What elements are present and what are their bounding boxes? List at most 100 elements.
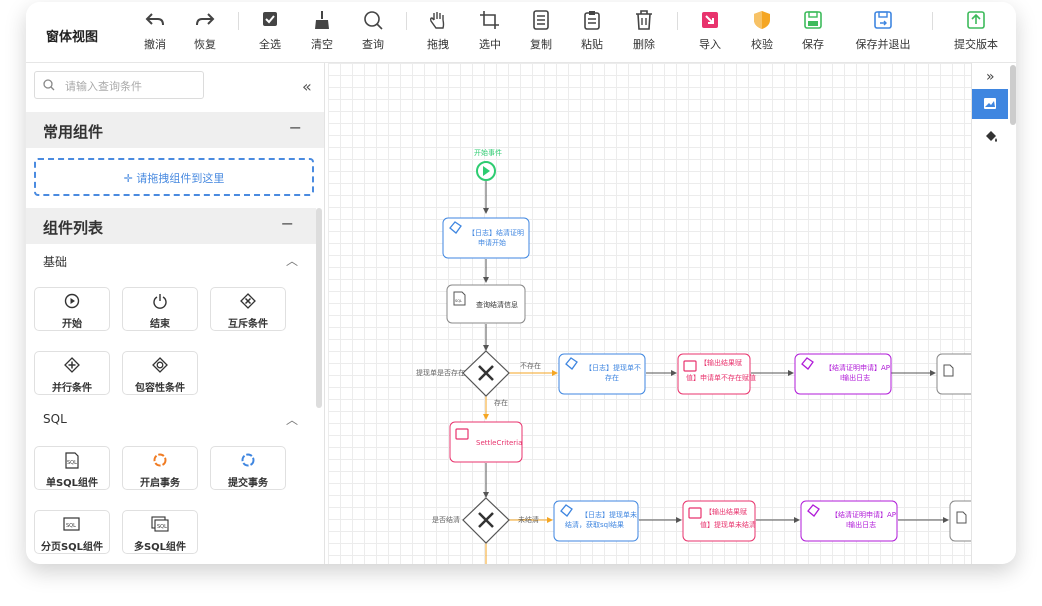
redo-button[interactable]: 恢复 bbox=[180, 10, 230, 52]
image-panel-tab[interactable] bbox=[972, 89, 1008, 119]
redo-icon bbox=[196, 13, 215, 26]
file-icon bbox=[943, 364, 954, 377]
collapse-toggle[interactable]: − bbox=[288, 118, 302, 137]
component-transaction-start[interactable]: 开启事务 bbox=[122, 446, 198, 490]
flow-node-sql[interactable] bbox=[446, 284, 526, 324]
delete-button[interactable]: 删除 bbox=[619, 10, 669, 52]
group-title: SQL bbox=[43, 412, 67, 426]
component-label: 多SQL组件 bbox=[133, 542, 187, 553]
flow-node-log[interactable] bbox=[558, 353, 646, 395]
clear-button[interactable]: 清空 bbox=[297, 10, 347, 52]
select-all-icon bbox=[263, 12, 277, 26]
save-exit-icon bbox=[874, 11, 892, 29]
collapse-toggle[interactable]: − bbox=[280, 214, 294, 233]
component-parallel-gateway[interactable]: 并行条件 bbox=[34, 351, 110, 395]
drag-label: 拖拽 bbox=[427, 38, 449, 51]
sql-file-icon bbox=[453, 291, 466, 306]
chevron-up-icon: ︿ bbox=[285, 254, 298, 268]
edge-label: 存在 bbox=[494, 398, 508, 407]
transaction-commit-icon bbox=[241, 453, 255, 467]
node-text: 【日志】提现单不 bbox=[585, 363, 641, 372]
component-exclusive-gateway[interactable]: 互斥条件 bbox=[210, 287, 286, 331]
undo-button[interactable]: 撤消 bbox=[130, 10, 180, 52]
sql-icon-text: SQL bbox=[455, 299, 462, 303]
component-multi-sql[interactable]: SQL 多SQL组件 bbox=[122, 510, 198, 554]
search-placeholder: 请输入查询条件 bbox=[65, 80, 142, 93]
editor-window: 窗体视图 撤消 恢复 全选 清空 查询 拖拽 选中 bbox=[26, 2, 1016, 564]
copy-icon bbox=[533, 10, 549, 30]
paint-bucket-icon bbox=[986, 131, 997, 142]
x-icon bbox=[478, 512, 494, 528]
svg-text:SQL: SQL bbox=[67, 460, 77, 466]
paint-bucket-tab[interactable] bbox=[984, 129, 998, 148]
window-title: 窗体视图 bbox=[46, 30, 99, 45]
api-icon bbox=[801, 357, 814, 370]
flow-node-api[interactable] bbox=[800, 500, 898, 542]
toolbar: 窗体视图 撤消 恢复 全选 清空 查询 拖拽 选中 bbox=[26, 2, 1016, 63]
select-button[interactable]: 选中 bbox=[465, 10, 515, 52]
play-circle-icon bbox=[64, 293, 80, 309]
drop-zone[interactable]: ✛ 请拖拽组件到这里 bbox=[34, 158, 314, 196]
group-header-sql[interactable]: SQL ︿ bbox=[26, 405, 316, 435]
component-panel: 请输入查询条件 « 常用组件 − ✛ 请拖拽组件到这里 组件列表 − 基础 ︿ … bbox=[26, 63, 325, 564]
component-label: 单SQL组件 bbox=[45, 478, 99, 489]
flow-node-log[interactable] bbox=[442, 217, 530, 259]
validate-button[interactable]: 校验 bbox=[737, 10, 787, 52]
node-text: 申请开始 bbox=[478, 238, 506, 247]
log-icon bbox=[565, 357, 578, 370]
component-end[interactable]: 结束 bbox=[122, 287, 198, 331]
undo-icon bbox=[145, 13, 164, 26]
flow-node-partial[interactable] bbox=[949, 500, 971, 542]
select-label: 选中 bbox=[479, 38, 501, 51]
rail-scrollbar[interactable] bbox=[1010, 65, 1016, 125]
sql-file-icon: SQL bbox=[65, 452, 79, 469]
flow-canvas[interactable]: 不存在 存在 未结清 开始事件 【日志】结清证明 申请开始 SQL 查询结清信息… bbox=[328, 63, 971, 564]
chevron-up-icon: ︿ bbox=[285, 413, 298, 427]
component-transaction-commit[interactable]: 提交事务 bbox=[210, 446, 286, 490]
common-components-header[interactable]: 常用组件 − bbox=[26, 112, 324, 148]
component-inclusive-gateway[interactable]: 包容性条件 bbox=[122, 351, 198, 395]
drag-button[interactable]: 拖拽 bbox=[413, 10, 463, 52]
save-button[interactable]: 保存 bbox=[788, 10, 838, 52]
component-label: 开启事务 bbox=[140, 478, 180, 489]
flow-node-partial[interactable] bbox=[936, 353, 971, 395]
component-single-sql[interactable]: SQL 单SQL组件 bbox=[34, 446, 110, 490]
import-button[interactable]: 导入 bbox=[685, 10, 735, 52]
node-text: 【日志】提现单未 bbox=[581, 510, 637, 519]
delete-label: 删除 bbox=[633, 38, 655, 51]
hand-icon bbox=[429, 12, 445, 29]
plus-icon: ✛ bbox=[123, 172, 137, 185]
flow-diagram[interactable]: 不存在 存在 未结清 开始事件 【日志】结清证明 申请开始 SQL 查询结清信息… bbox=[328, 63, 971, 564]
edge-label: 不存在 bbox=[520, 361, 541, 370]
paste-button[interactable]: 粘贴 bbox=[567, 10, 617, 52]
flow-node-log[interactable] bbox=[553, 500, 639, 542]
paste-label: 粘贴 bbox=[581, 38, 603, 51]
right-rail: » bbox=[971, 63, 1016, 564]
node-text: 【结清证明申请】AP bbox=[825, 363, 890, 372]
select-all-button[interactable]: 全选 bbox=[245, 10, 295, 52]
group-header-basic[interactable]: 基础 ︿ bbox=[26, 246, 316, 276]
svg-text:SQL: SQL bbox=[157, 524, 167, 530]
panel-scrollbar[interactable] bbox=[316, 208, 322, 408]
import-icon bbox=[702, 12, 718, 28]
flow-node-api[interactable] bbox=[794, 353, 892, 395]
search-input[interactable]: 请输入查询条件 bbox=[34, 71, 204, 99]
drop-zone-text: 请拖拽组件到这里 bbox=[136, 172, 225, 185]
save-exit-button[interactable]: 保存并退出 bbox=[846, 10, 920, 52]
copy-button[interactable]: 复制 bbox=[516, 10, 566, 52]
node-text: 【结清证明申请】AP bbox=[831, 510, 896, 519]
node-text: SettleCriteria bbox=[476, 439, 522, 447]
gateway-label: 是否结清 bbox=[432, 515, 460, 524]
redo-label: 恢复 bbox=[194, 38, 216, 51]
component-list-header[interactable]: 组件列表 − bbox=[26, 208, 316, 244]
output-icon bbox=[683, 360, 697, 372]
save-label: 保存 bbox=[802, 38, 824, 51]
transaction-start-icon bbox=[153, 453, 167, 467]
double-chevron-left-icon[interactable]: « bbox=[302, 77, 312, 96]
search-button[interactable]: 查询 bbox=[348, 10, 398, 52]
submit-version-button[interactable]: 提交版本 bbox=[946, 10, 1006, 52]
component-start[interactable]: 开始 bbox=[34, 287, 110, 331]
component-paged-sql[interactable]: SQL 分页SQL组件 bbox=[34, 510, 110, 554]
double-chevron-right-icon[interactable]: » bbox=[986, 69, 995, 85]
log-icon bbox=[560, 504, 573, 517]
